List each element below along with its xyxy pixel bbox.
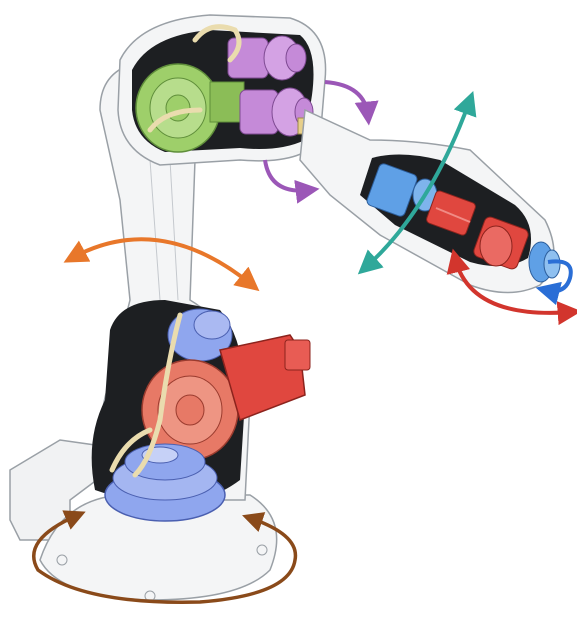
rotate-arrow-icon (325, 82, 368, 116)
